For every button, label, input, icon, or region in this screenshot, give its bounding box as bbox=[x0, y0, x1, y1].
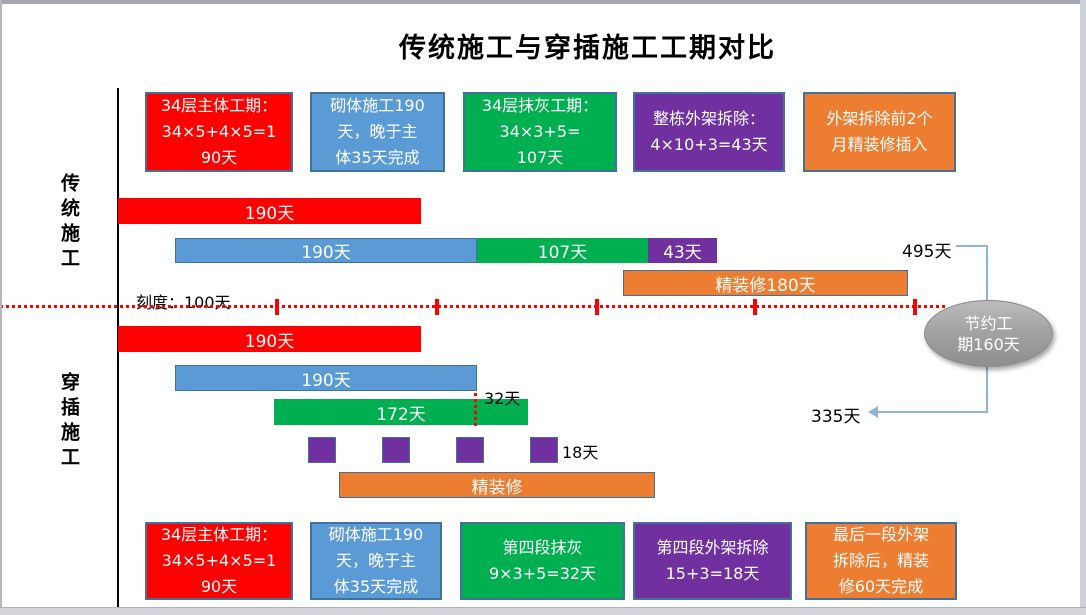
page-title: 传统施工与穿插施工工期对比 bbox=[399, 33, 776, 64]
scaffold-segment-2 bbox=[382, 437, 410, 463]
traditional-total-label: 495天 bbox=[902, 242, 952, 262]
bar-interleaved-structure: 190天 bbox=[118, 326, 421, 352]
legend-box-bottom-masonry: 砌体施工190 天，晚于主 体35天完成 bbox=[310, 522, 442, 600]
arrow-left-icon bbox=[868, 406, 878, 418]
timeline-tick-500 bbox=[913, 299, 917, 315]
legend-box-bottom-scaffold: 第四段外架拆除 15+3=18天 bbox=[633, 522, 792, 600]
bar-traditional-structure: 190天 bbox=[118, 198, 421, 224]
legend-box-masonry: 砌体施工190 天，晚于主 体35天完成 bbox=[310, 92, 445, 172]
savings-callout: 节约工 期160天 bbox=[924, 300, 1053, 367]
bar-traditional-decoration: 精装修180天 bbox=[623, 270, 908, 296]
bar-traditional-scaffold-removal: 43天 bbox=[648, 238, 717, 263]
window-edge-bottom bbox=[0, 607, 1086, 615]
legend-box-bottom-plastering: 第四段抹灰 9×3+5=32天 bbox=[460, 522, 625, 600]
plastering-split-dotted-line bbox=[474, 393, 477, 426]
timeline-tick-200 bbox=[435, 299, 439, 315]
legend-box-bottom-main-structure: 34层主体工期： 34×5+4×5=1 90天 bbox=[145, 522, 293, 600]
legend-box-scaffold-removal: 整栋外架拆除： 4×10+3=43天 bbox=[633, 92, 785, 172]
timeline-dotted-line bbox=[0, 305, 945, 308]
bar-traditional-plastering: 107天 bbox=[477, 238, 648, 263]
scaffold-segment-1 bbox=[308, 437, 336, 463]
window-edge-top bbox=[0, 0, 1086, 4]
connector-495-horizontal bbox=[956, 245, 988, 247]
connector-335-horizontal bbox=[878, 411, 988, 413]
legend-box-bottom-decoration: 最后一段外架 拆除后，精装 修60天完成 bbox=[805, 522, 957, 600]
legend-box-fine-decoration: 外架拆除前2个 月精装修插入 bbox=[803, 92, 956, 172]
purple-segment-label: 18天 bbox=[562, 443, 599, 462]
legend-box-main-structure: 34层主体工期： 34×5+4×5=1 90天 bbox=[145, 92, 293, 172]
section-label-interleaved: 穿插施工 bbox=[58, 372, 80, 472]
legend-box-plastering: 34层抹灰工期： 34×3+5= 107天 bbox=[463, 92, 617, 172]
timeline-tick-400 bbox=[753, 299, 757, 315]
timeline-tick-300 bbox=[595, 299, 599, 315]
interleaved-total-label: 335天 bbox=[811, 407, 861, 427]
window-edge-right bbox=[1080, 0, 1086, 615]
bar-interleaved-decoration: 精装修 bbox=[339, 472, 655, 498]
scaffold-segment-3 bbox=[456, 437, 484, 463]
timeline-tick-100 bbox=[275, 299, 279, 315]
bar-interleaved-plastering: 172天 bbox=[274, 399, 528, 425]
scale-label: 刻度：100天 bbox=[136, 293, 231, 312]
scaffold-segment-4 bbox=[530, 437, 558, 463]
bar-interleaved-masonry: 190天 bbox=[175, 365, 477, 391]
bar-traditional-masonry: 190天 bbox=[175, 238, 477, 263]
window-edge-left bbox=[0, 0, 2, 615]
section-label-traditional: 传统施工 bbox=[58, 173, 80, 273]
green-tail-label: 32天 bbox=[484, 389, 521, 408]
